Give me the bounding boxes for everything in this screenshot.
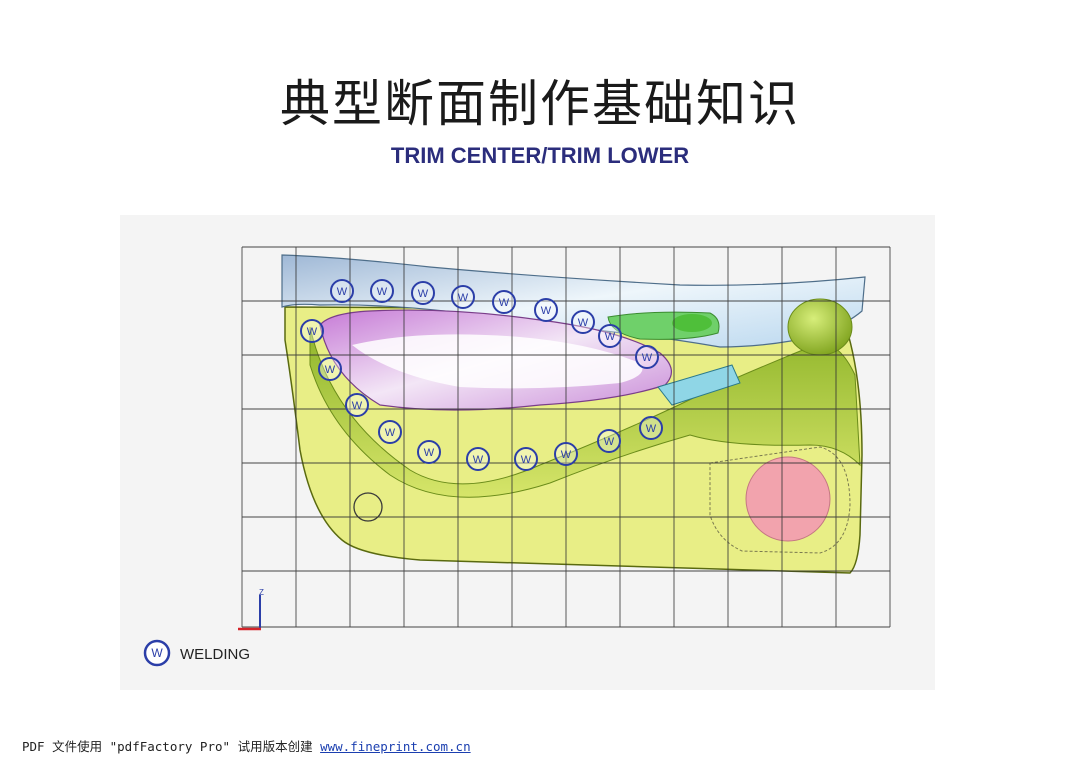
- weld-marker: W: [639, 416, 663, 440]
- weld-marker: W: [370, 279, 394, 303]
- weld-marker: W: [554, 442, 578, 466]
- svg-text:W: W: [473, 454, 484, 466]
- weld-marker: W: [598, 324, 622, 348]
- legend-label: WELDING: [180, 646, 250, 663]
- weld-marker: W: [300, 319, 324, 343]
- weld-marker: W: [378, 420, 402, 444]
- svg-text:W: W: [499, 297, 510, 309]
- page-title: 典型断面制作基础知识: [280, 75, 800, 133]
- weld-marker: W: [492, 290, 516, 314]
- speaker: [745, 456, 831, 542]
- svg-text:W: W: [385, 427, 396, 439]
- svg-text:W: W: [325, 364, 336, 376]
- weld-markers: W W W W W W W W W W W W W W W W W W W: [300, 279, 663, 471]
- mirror-knob: [787, 298, 853, 356]
- weld-marker: W: [330, 279, 354, 303]
- footer-text: PDF 文件使用 "pdfFactory Pro" 试用版本创建: [22, 739, 321, 754]
- page-subtitle: TRIM CENTER/TRIM LOWER: [390, 143, 690, 168]
- svg-text:W: W: [352, 400, 363, 412]
- legend: W WELDING: [143, 639, 250, 667]
- weld-marker: W: [534, 298, 558, 322]
- svg-text:W: W: [424, 447, 435, 459]
- footer-link[interactable]: www.fineprint.com.cn: [320, 739, 471, 754]
- speaker-housing: [709, 446, 851, 554]
- svg-text:W: W: [521, 454, 532, 466]
- legend-weld-icon: [143, 639, 171, 667]
- svg-text:W: W: [541, 305, 552, 317]
- weld-marker: W: [318, 357, 342, 381]
- svg-text:W: W: [418, 288, 429, 300]
- svg-text:W: W: [605, 331, 616, 343]
- svg-text:W: W: [307, 326, 318, 338]
- svg-text:W: W: [642, 352, 653, 364]
- handle-grip: [672, 314, 712, 332]
- weld-marker: W: [597, 429, 621, 453]
- axis-label: Z: [259, 588, 264, 597]
- weld-marker: W: [411, 281, 435, 305]
- weld-marker: W: [345, 393, 369, 417]
- svg-text:W: W: [604, 436, 615, 448]
- weld-marker: W: [451, 285, 475, 309]
- svg-text:W: W: [578, 317, 589, 329]
- svg-text:W: W: [458, 292, 469, 304]
- door-trim-diagram: Z W W W W W W W W W W W W W W W W W W W …: [120, 215, 935, 690]
- svg-text:W: W: [337, 286, 348, 298]
- weld-marker: W: [466, 447, 490, 471]
- reference-grid: [241, 246, 891, 628]
- weld-marker: W: [514, 447, 538, 471]
- pull-cup: [657, 364, 741, 406]
- weld-marker: W: [417, 440, 441, 464]
- svg-text:W: W: [377, 286, 388, 298]
- footer: PDF 文件使用 "pdfFactory Pro" 试用版本创建 www.fin…: [22, 736, 471, 755]
- weld-marker: W: [635, 345, 659, 369]
- svg-text:W: W: [561, 449, 572, 461]
- insert-recess: [352, 334, 643, 389]
- legend-weld-letter: W: [151, 646, 163, 660]
- svg-text:W: W: [646, 423, 657, 435]
- axis-indicator: Z: [238, 588, 264, 631]
- weld-marker: W: [571, 310, 595, 334]
- fastener-hole: [353, 492, 383, 522]
